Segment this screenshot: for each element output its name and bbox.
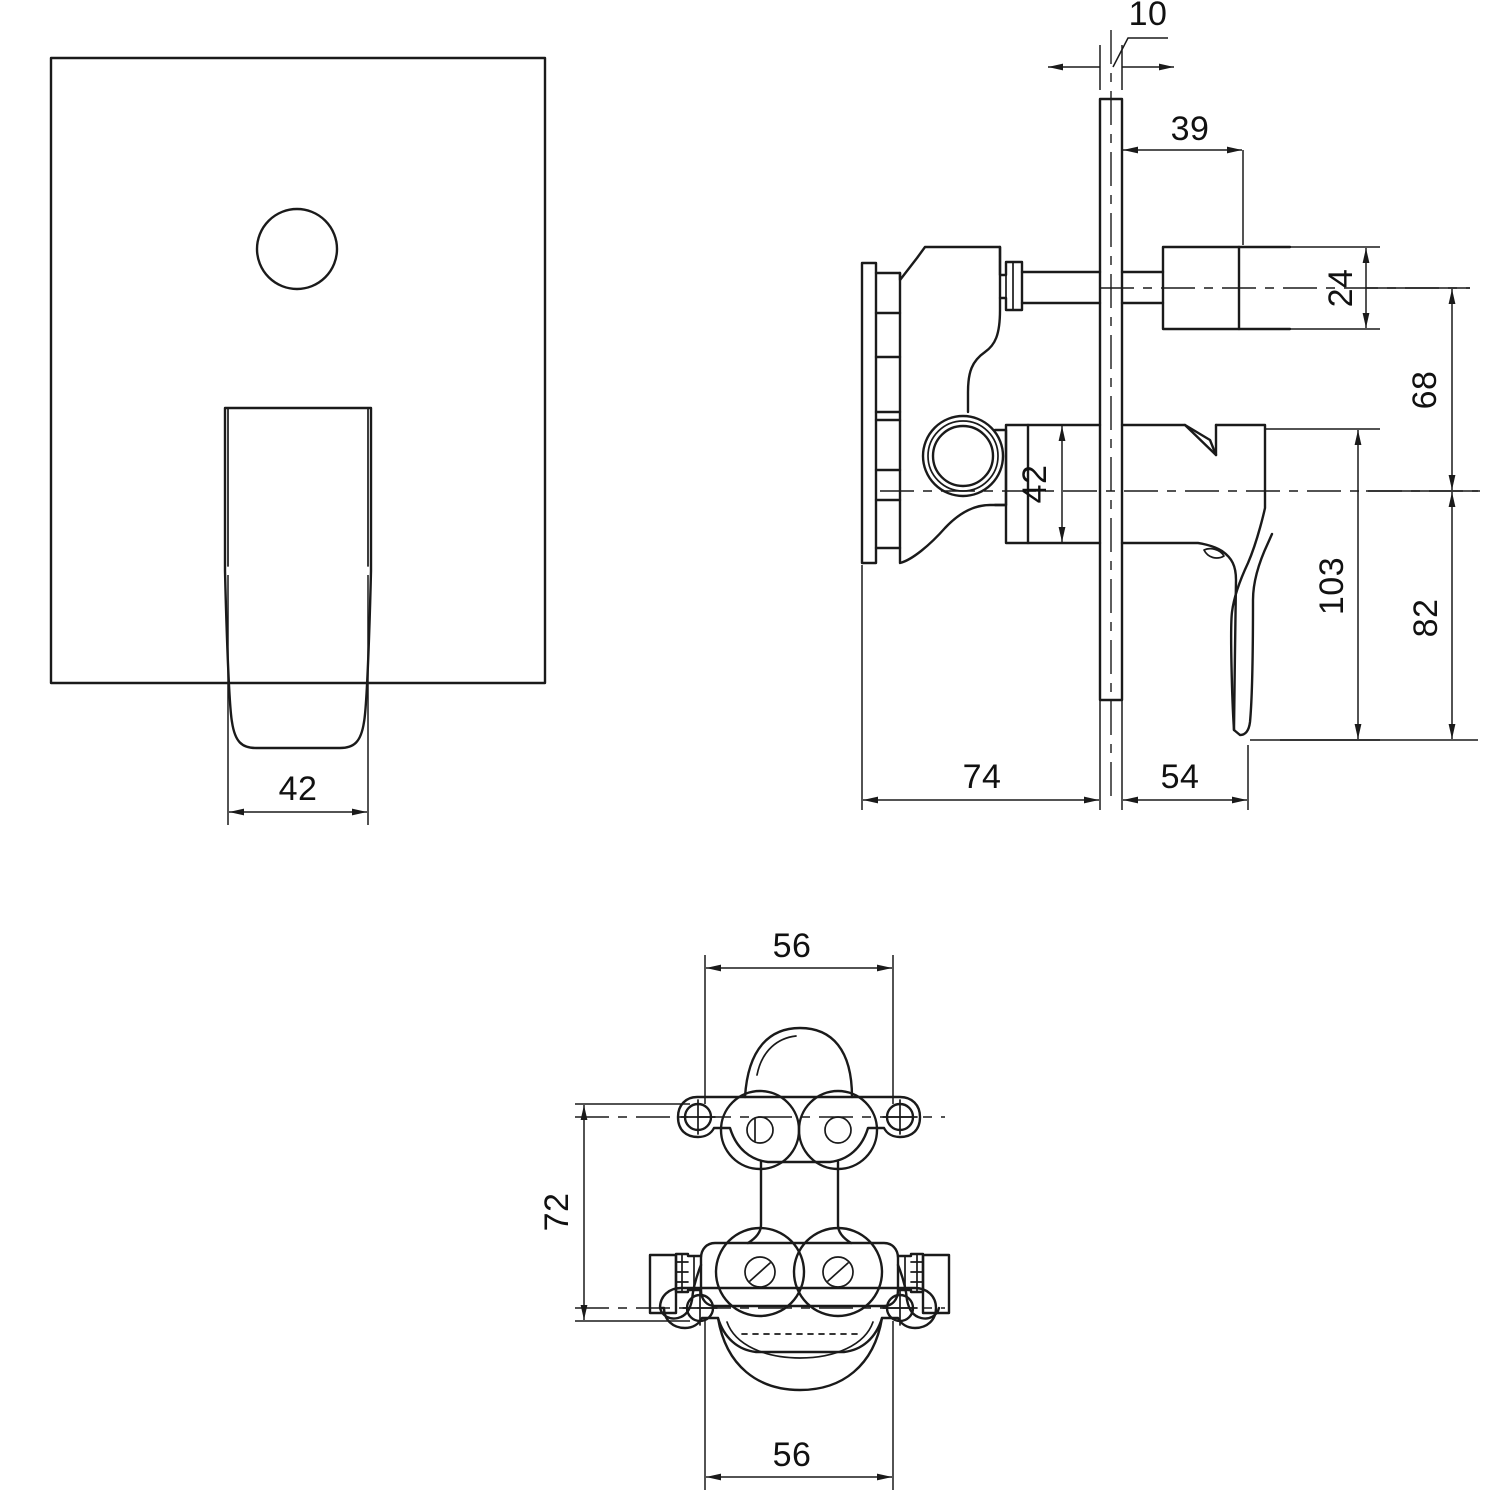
valve-neck-block xyxy=(1004,423,1030,545)
body-flange-lug-lower xyxy=(874,418,902,472)
dim-side-10: 10 xyxy=(1048,0,1174,90)
plan-right-inlet-flange xyxy=(904,1253,918,1293)
front-plate-outline xyxy=(49,56,547,685)
dim-label-plan-56-bottom: 56 xyxy=(773,1436,812,1474)
dim-side-54: 54 xyxy=(1121,700,1249,810)
plan-view: 56 72 56 xyxy=(538,927,951,1490)
dim-label-side-24: 24 xyxy=(1322,269,1360,308)
diverter-button-circle xyxy=(255,207,339,291)
valve-body-upper-right xyxy=(998,245,1024,312)
plan-right-inlet-pipe xyxy=(921,1253,951,1315)
plan-port-lower-left-inner xyxy=(744,1256,776,1288)
body-flange-lug-mid xyxy=(874,355,902,414)
plan-upper-flange xyxy=(676,1095,922,1164)
side-view: 10 39 24 68 103 xyxy=(860,0,1480,810)
plan-left-inlet-flange xyxy=(681,1253,695,1293)
dim-side-39: 39 xyxy=(1121,110,1244,270)
valve-body-outline xyxy=(898,245,1008,565)
body-flange-lug-top xyxy=(874,271,902,315)
plan-port-upper-right-outer xyxy=(797,1089,879,1171)
cartridge-ring-inner xyxy=(931,424,995,488)
plan-port-upper-left-inner xyxy=(746,1116,774,1144)
dim-label-side-54: 54 xyxy=(1161,758,1200,796)
plan-port-lower-right-slot xyxy=(827,1262,849,1282)
plan-left-inlet-pipe xyxy=(648,1253,678,1315)
dim-label-side-10: 10 xyxy=(1129,0,1168,33)
handle-base-cone xyxy=(1120,423,1218,457)
dim-plan-56-bottom: 56 xyxy=(704,1321,894,1490)
plan-central-neck xyxy=(746,1160,853,1245)
body-flange-lug-bottom xyxy=(874,498,902,550)
dim-side-103: 103 xyxy=(1250,428,1380,741)
front-lever-handle xyxy=(223,406,373,750)
dim-label-plan-56-top: 56 xyxy=(773,927,812,965)
dim-front-42: 42 xyxy=(227,575,369,825)
plan-lower-body xyxy=(699,1241,900,1308)
plan-port-lower-left-outer xyxy=(714,1226,806,1318)
outlet-stub-front xyxy=(1120,270,1165,305)
plan-port-upper-right-inner xyxy=(824,1116,852,1144)
plan-right-inlet-rings xyxy=(910,1261,924,1283)
dim-plan-56-top: 56 xyxy=(704,927,894,1104)
cartridge-ring-outer xyxy=(921,414,1005,498)
cartridge-ring-mid xyxy=(927,420,999,492)
body-back-flange xyxy=(860,261,878,565)
plan-port-upper-left-outer xyxy=(719,1089,801,1171)
front-view: 42 xyxy=(49,56,547,825)
plan-port-lower-left-slot xyxy=(749,1262,771,1282)
handle-lever-underside xyxy=(1120,541,1238,732)
plan-bottom-arc-inner xyxy=(726,1321,874,1359)
plan-bottom-arc-cap xyxy=(716,1316,884,1392)
handle-taper-edge xyxy=(1183,423,1218,457)
dim-side-42: 42 xyxy=(1016,424,1100,544)
dim-side-74: 74 xyxy=(861,565,1101,810)
plan-port-lower-right-inner xyxy=(822,1256,854,1288)
plan-left-inlet-rings xyxy=(675,1261,689,1283)
dim-label-front-42: 42 xyxy=(279,770,318,808)
dim-label-plan-72: 72 xyxy=(538,1193,576,1232)
dim-label-side-74: 74 xyxy=(963,758,1002,796)
dim-label-side-42: 42 xyxy=(1016,465,1054,504)
dim-label-side-103: 103 xyxy=(1313,557,1351,615)
handle-lever-outline xyxy=(1214,423,1274,737)
dim-side-82: 82 xyxy=(1280,490,1478,741)
plan-top-arc-inner xyxy=(756,1035,797,1076)
dim-plan-72: 72 xyxy=(538,1103,690,1322)
dim-label-side-39: 39 xyxy=(1171,110,1210,148)
plan-port-lower-right-outer xyxy=(792,1226,884,1318)
dim-side-68: 68 xyxy=(1366,287,1470,490)
plan-top-arc-cap xyxy=(743,1026,854,1099)
handle-detent-mark xyxy=(1203,547,1225,559)
dim-label-side-68: 68 xyxy=(1406,371,1444,410)
upper-outlet-stub xyxy=(1020,270,1102,305)
body-spline-detail xyxy=(1005,261,1014,311)
dim-label-side-82: 82 xyxy=(1407,599,1445,638)
